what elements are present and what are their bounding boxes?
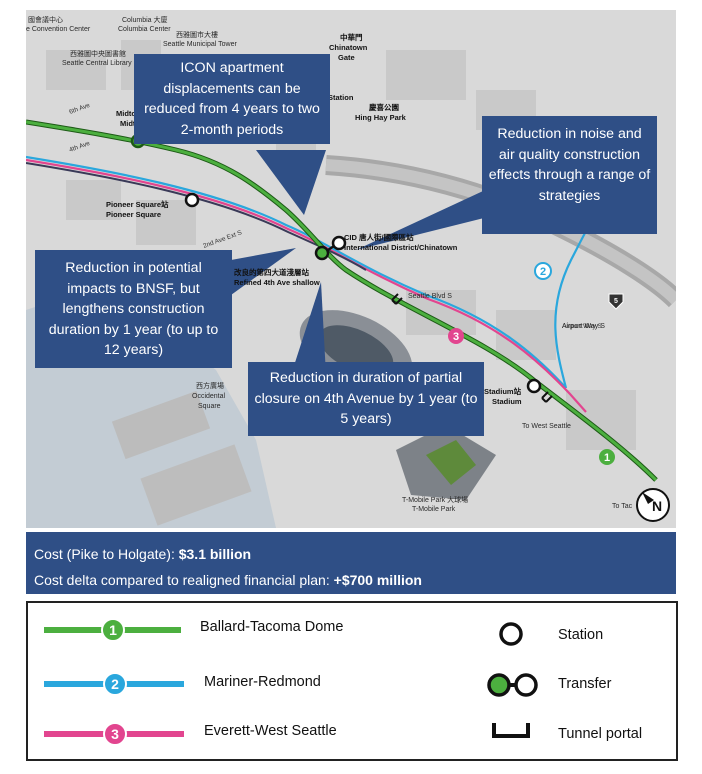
- svg-text:5: 5: [614, 298, 618, 305]
- legend-line-1-icon: 1: [44, 618, 181, 642]
- legend-line-2-icon: 2: [44, 672, 184, 696]
- cost-label: Cost (Pike to Holgate):: [34, 546, 175, 562]
- label-chinatown-en1: Chinatown: [329, 43, 368, 52]
- label-chinatown-cn: 中華門: [340, 32, 363, 42]
- label-pioneer-en: Pioneer Square: [106, 210, 161, 219]
- legend-line-3-label: Everett-West Seattle: [204, 723, 337, 739]
- svg-text:N: N: [652, 498, 662, 514]
- line-2-map-marker: 2: [534, 262, 552, 280]
- callout-noise-air-quality: Reduction in noise and air quality const…: [482, 116, 657, 234]
- street-airport-way: Airport Way S: [562, 323, 603, 330]
- tunnel-portal-south: [541, 391, 553, 403]
- line-1-map-marker: 1: [599, 449, 615, 465]
- label-hinghay-en: Hing Hay Park: [355, 113, 407, 122]
- label-to-west-seattle: To West Seattle: [522, 423, 571, 430]
- map-area: 6th Ave 4th Ave 2nd Ave Ext S Airport Wa…: [26, 10, 676, 528]
- label-tower-cn: 西雅圖市大樓: [176, 30, 218, 39]
- svg-text:3: 3: [453, 331, 459, 343]
- callout-closure-text: Reduction in duration of partial closure…: [254, 370, 478, 427]
- cost-delta-value: +$700 million: [333, 572, 422, 588]
- svg-text:2: 2: [111, 676, 119, 692]
- label-seattle-blvd: Seattle Blvd S: [408, 293, 452, 300]
- pier: [111, 390, 211, 460]
- label-library-cn: 西雅圖中央圖書館: [70, 49, 126, 58]
- map-labels: 國會議中心 e Convention Center 西雅圖中央圖書館 Seatt…: [26, 15, 633, 513]
- label-chinatown-en2: Gate: [338, 53, 355, 62]
- label-stadium-en: Stadium: [492, 397, 522, 406]
- label-to-tacoma: To Tac: [612, 503, 633, 510]
- legend-line-1-label: Ballard-Tacoma Dome: [200, 619, 344, 635]
- label-station-fragment: Station: [328, 93, 354, 102]
- label-stadium-cn: Stadium站: [484, 386, 522, 396]
- tunnel-portal-north: [391, 293, 403, 305]
- callout-noise-text: Reduction in noise and air quality const…: [488, 126, 651, 204]
- label-columbia-en: Columbia Center: [118, 26, 171, 33]
- legend: 1 2 3 Ballard-Tacoma Dome Mariner-Redmon…: [26, 601, 678, 761]
- cost-line-2: Cost delta compared to realigned financi…: [34, 567, 668, 593]
- legend-line-2-label: Mariner-Redmond: [204, 674, 321, 690]
- i5-shield-icon: 5: [608, 293, 624, 310]
- line-3-map-marker: 3: [448, 328, 464, 344]
- cost-value: $3.1 billion: [178, 546, 252, 562]
- svg-text:1: 1: [109, 622, 117, 638]
- callout-pointer-closure: [291, 282, 326, 375]
- label-convention-en: e Convention Center: [26, 26, 91, 33]
- callout-pointer-noise: [356, 185, 496, 250]
- label-shallow-cn: 改良的第四大道淺層站: [234, 267, 309, 277]
- callout-bnsf: Reduction in potential impacts to BNSF, …: [35, 250, 232, 368]
- label-library-en: Seattle Central Library: [62, 60, 132, 67]
- station-stadium: [526, 378, 542, 394]
- port-terminal: [140, 444, 252, 526]
- label-occidental-en2: Square: [198, 403, 221, 410]
- label-tmobile-en: T-Mobile Park: [412, 506, 456, 513]
- legend-line-3-icon: 3: [44, 722, 184, 746]
- callout-bnsf-text: Reduction in potential impacts to BNSF, …: [48, 260, 219, 358]
- callout-icon-text: ICON apartment displacements can be redu…: [144, 60, 320, 138]
- label-occidental-en1: Occidental: [192, 393, 226, 400]
- legend-station-icon: [499, 622, 523, 646]
- cost-panel: Cost (Pike to Holgate): $3.1 billion Cos…: [26, 532, 676, 594]
- existing-tunnel-route: [26, 162, 367, 271]
- label-pioneer-cn: Pioneer Square站: [106, 199, 169, 209]
- legend-transfer-label: Transfer: [558, 676, 612, 692]
- station-cid-transfer: [314, 235, 347, 261]
- label-airport-way: Airport Way S: [562, 323, 605, 330]
- label-occidental-cn: 西方廣場: [196, 381, 224, 390]
- legend-transfer-icon: [487, 673, 538, 697]
- label-columbia-cn: Columbia 大廈: [122, 15, 168, 24]
- cost-delta-label: Cost delta compared to realigned financi…: [34, 572, 330, 588]
- station-pioneer-square: [184, 192, 200, 208]
- svg-text:3: 3: [111, 726, 119, 742]
- label-convention-cn: 國會議中心: [28, 15, 63, 24]
- callout-pointer-icon: [256, 150, 326, 215]
- callout-4th-ave-closure: Reduction in duration of partial closure…: [248, 362, 484, 436]
- svg-text:1: 1: [604, 452, 610, 464]
- legend-portal-label: Tunnel portal: [558, 726, 643, 742]
- label-tmobile-cn: T-Mobile Park 大球場: [402, 495, 468, 504]
- callout-icon-displacement: ICON apartment displacements can be redu…: [134, 54, 330, 144]
- legend-tunnel-portal-icon: [492, 723, 530, 738]
- label-cid-cn: CID 唐人街/國際區站: [344, 232, 414, 242]
- svg-text:2: 2: [540, 266, 546, 278]
- label-hinghay-cn: 慶喜公園: [369, 102, 399, 112]
- legend-station-label: Station: [558, 627, 604, 643]
- legend-symbols: 1 2 3: [44, 618, 538, 746]
- north-arrow-icon: N: [636, 488, 670, 522]
- cost-line-1: Cost (Pike to Holgate): $3.1 billion: [34, 541, 668, 567]
- label-cid-en: International District/Chinatown: [344, 243, 458, 252]
- label-shallow-en: Refined 4th Ave shallow: [234, 278, 320, 287]
- tmobile-park-field: [426, 440, 476, 485]
- callout-pointer-bnsf: [231, 248, 296, 295]
- label-tower-en: Seattle Municipal Tower: [163, 41, 237, 48]
